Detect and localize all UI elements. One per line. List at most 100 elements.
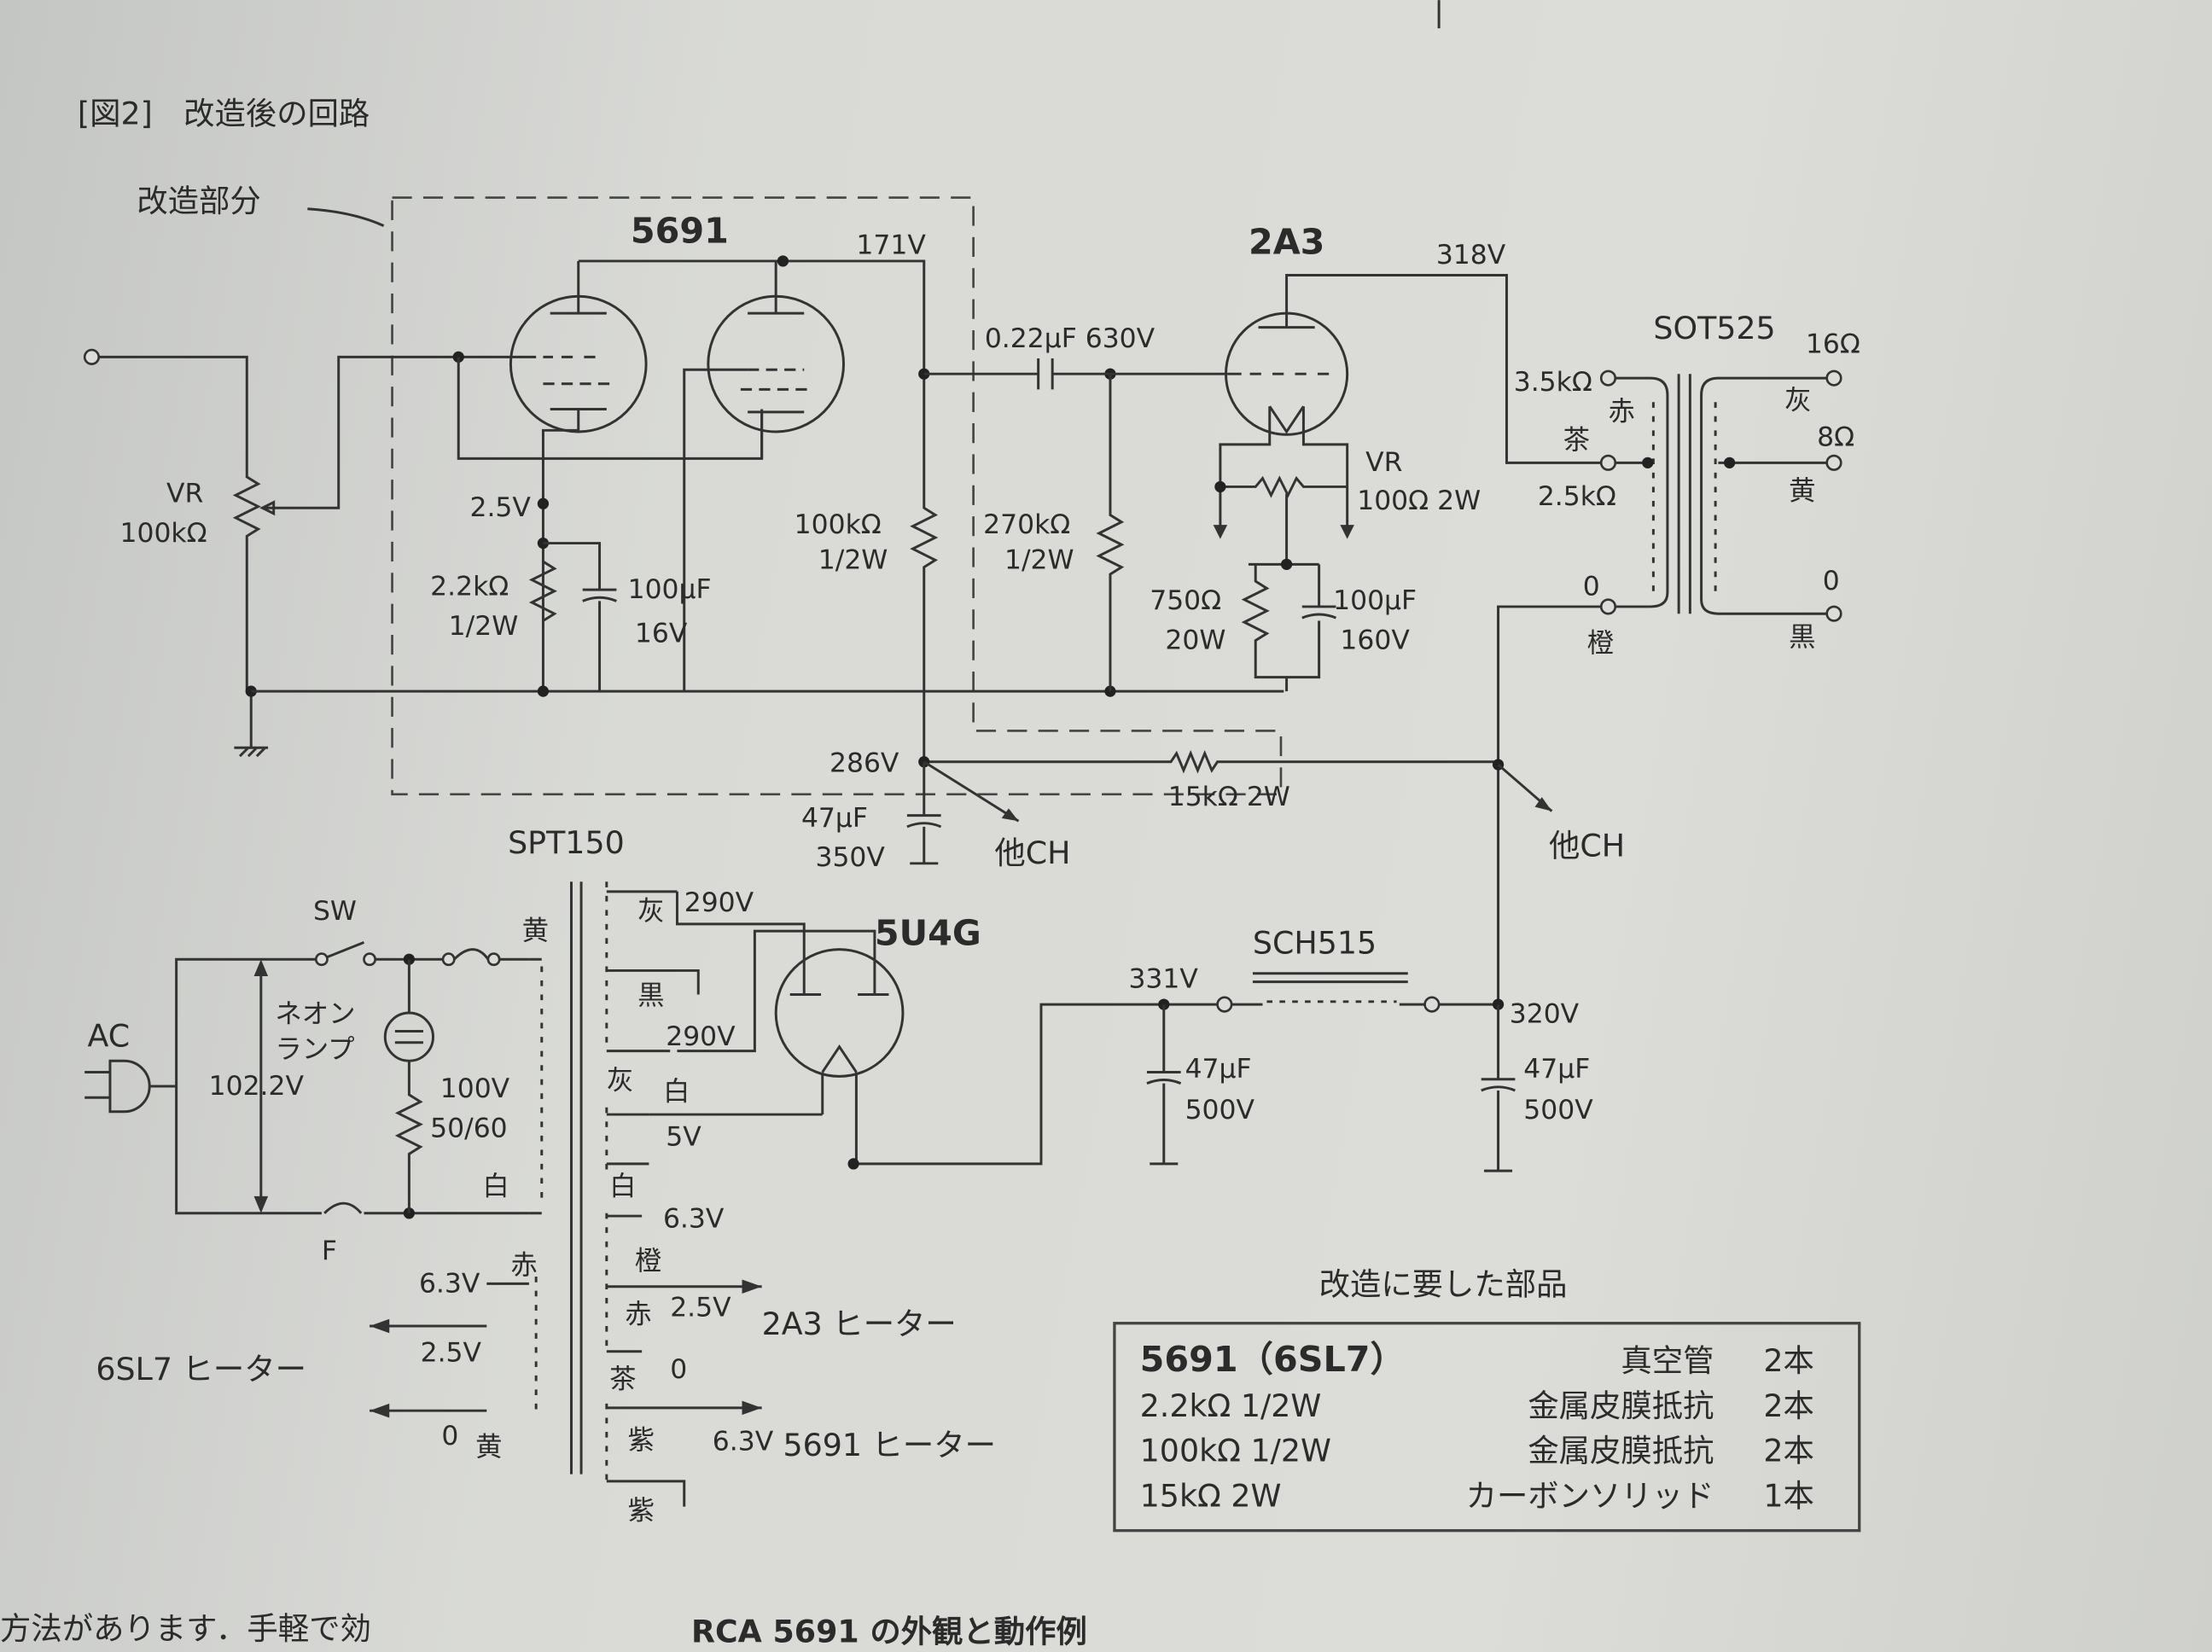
rk-watt: 1/2W <box>449 611 519 642</box>
rp-value: 100kΩ <box>795 509 882 540</box>
parts-table <box>1113 1322 1861 1533</box>
ot-p0: 0 <box>1583 572 1600 602</box>
h6sl7-c1: 赤 <box>510 1250 537 1281</box>
tube-5691-b <box>683 260 846 692</box>
parts-title: 改造に要した部品 <box>1319 1266 1568 1303</box>
h2a3-v2: 2.5V <box>670 1292 731 1323</box>
h2a3-c2: 赤 <box>625 1300 651 1330</box>
figure-title: [図2] 改造後の回路 <box>78 96 370 132</box>
modified-part-label: 改造部分 <box>137 183 260 219</box>
power-transformer <box>370 881 762 1507</box>
tube2-label: 2A3 <box>1249 222 1324 263</box>
ot-s8-color: 黄 <box>1789 475 1815 506</box>
vr-hum-value: 100Ω 2W <box>1357 486 1481 516</box>
rk2-watt: 20W <box>1165 625 1225 656</box>
sw-label: SW <box>313 896 357 927</box>
part-qty: 1本 <box>1763 1478 1814 1515</box>
ot-s16: 16Ω <box>1806 329 1860 359</box>
plate-voltage-318: 318V <box>1436 240 1506 270</box>
neon-label-1: ネオン <box>275 999 355 1030</box>
c2-volt: 500V <box>1523 1095 1593 1126</box>
pt-rect-color3: 白 <box>609 1171 636 1201</box>
h2a3-c3: 茶 <box>609 1364 636 1395</box>
pt-hv-bot: 290V <box>666 1021 736 1052</box>
ot-p1: 3.5kΩ <box>1514 367 1592 398</box>
fuse-label: F <box>322 1236 337 1266</box>
rect-label: 5U4G <box>875 913 981 954</box>
part-name: 5691（6SL7） <box>1140 1339 1406 1380</box>
part-type: カーボンソリッド <box>1466 1478 1714 1515</box>
ck-value: 100μF <box>628 574 712 605</box>
h5691-c2: 紫 <box>628 1495 655 1526</box>
parts-row: 15kΩ 2W カーボンソリッド 1本 <box>1140 1478 1814 1515</box>
vr-input-label: VR <box>166 479 203 509</box>
other-ch-1: 他CH <box>994 835 1070 871</box>
part-name: 2.2kΩ 1/2W <box>1140 1387 1322 1424</box>
output-transformer <box>1599 369 1842 622</box>
h6sl7-v1: 6.3V <box>419 1268 480 1299</box>
ot-s16-color: 灰 <box>1784 386 1811 416</box>
part-name: 100kΩ 1/2W <box>1140 1433 1331 1469</box>
rk2-value: 750Ω <box>1150 585 1221 616</box>
ck2-volt: 160V <box>1340 625 1410 656</box>
v331-label: 331V <box>1128 963 1198 994</box>
pri-top-color: 黄 <box>522 916 549 946</box>
ot-s8: 8Ω <box>1817 422 1854 453</box>
h2a3-heater-label: 2A3 ヒーター <box>762 1306 957 1342</box>
pt-hv-top: 290V <box>684 887 754 918</box>
vr-input-value: 100kΩ <box>120 518 207 549</box>
pt-rect-volt: 5V <box>666 1121 701 1152</box>
r-drop-label: 15kΩ 2W <box>1168 782 1290 812</box>
parts-row: 5691（6SL7） 真空管 2本 <box>1140 1339 1814 1380</box>
h6sl7-c3: 黄 <box>475 1432 502 1463</box>
v320-label: 320V <box>1510 999 1580 1030</box>
ot-p2: 2.5kΩ <box>1538 481 1616 512</box>
c1-volt: 500V <box>1185 1095 1255 1126</box>
h5691-c1: 紫 <box>628 1425 655 1456</box>
part-name: 15kΩ 2W <box>1140 1478 1282 1515</box>
tube-2a3 <box>1213 273 1602 692</box>
h5691-v: 6.3V <box>713 1426 774 1457</box>
h2a3-v3: 0 <box>670 1354 687 1385</box>
parts-row: 2.2kΩ 1/2W 金属皮膜抵抗 2本 <box>1140 1387 1814 1424</box>
rg-watt: 1/2W <box>1004 544 1074 575</box>
h5691-heater-label: 5691 ヒーター <box>783 1427 996 1463</box>
part-type: 金属皮膜抵抗 <box>1528 1433 1714 1469</box>
tube-5691-a <box>509 260 648 692</box>
tube1-label: 5691 <box>631 210 729 251</box>
choke-label: SCH515 <box>1253 925 1377 962</box>
part-type: 金属皮膜抵抗 <box>1528 1387 1714 1424</box>
neon-label-2: ランプ <box>275 1034 354 1065</box>
h2a3-v1: 6.3V <box>663 1203 725 1234</box>
h6sl7-heater-label: 6SL7 ヒーター <box>96 1351 306 1387</box>
c2-value: 47μF <box>1523 1054 1590 1085</box>
v2-5-label: 2.5V <box>469 492 531 523</box>
coupling-cap-label: 0.22μF 630V <box>985 323 1155 354</box>
ot-name: SOT525 <box>1653 310 1775 346</box>
plate-voltage-171: 171V <box>856 230 926 261</box>
body-text-fragment: 方法があります．手軽で効 <box>0 1610 371 1647</box>
ck2-value: 100μF <box>1333 585 1417 616</box>
ac-voltage: 102.2V <box>209 1071 305 1102</box>
parts-row: 100kΩ 1/2W 金属皮膜抵抗 2本 <box>1140 1433 1814 1469</box>
vr-hum-label: VR <box>1365 447 1402 478</box>
ac-label: AC <box>87 1018 130 1055</box>
modified-area-boundary <box>391 196 1283 796</box>
h6sl7-v2: 2.5V <box>421 1337 482 1368</box>
part-qty: 2本 <box>1763 1387 1814 1424</box>
pt-name: SPT150 <box>508 824 625 861</box>
pri-bottom-color: 白 <box>482 1171 509 1201</box>
cb-value: 47μF <box>801 803 868 834</box>
part-qty: 2本 <box>1763 1433 1814 1469</box>
rectifier-5u4g <box>649 891 1220 1170</box>
pri-frequency: 50/60 <box>430 1114 507 1144</box>
pt-hv-top-color: 灰 <box>637 896 664 927</box>
part-qty: 2本 <box>1763 1342 1814 1379</box>
h2a3-c1: 橙 <box>635 1246 661 1277</box>
ot-p1-color: 赤 <box>1608 397 1634 428</box>
ot-p0-color: 橙 <box>1587 628 1614 659</box>
part-type: 真空管 <box>1621 1342 1714 1379</box>
pt-hv-ct-color: 黒 <box>637 980 664 1011</box>
ck-volt: 16V <box>635 618 688 649</box>
